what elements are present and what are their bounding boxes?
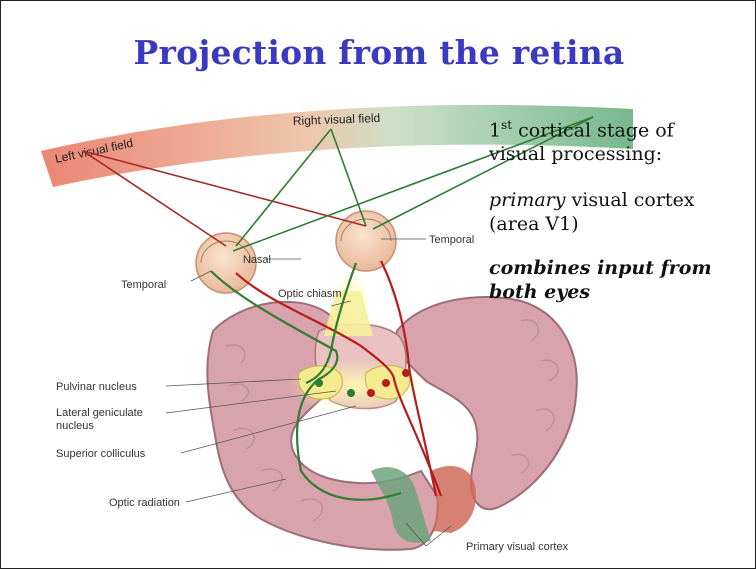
side-text-p1-line2: visual processing: xyxy=(489,142,674,166)
temporal-right-label: Temporal xyxy=(429,234,474,246)
side-text-p3-line2: both eyes xyxy=(489,280,712,304)
nasal-label: Nasal xyxy=(243,254,271,266)
side-text-p1: 1st cortical stage of visual processing: xyxy=(489,113,674,166)
pulvinar-label: Pulvinar nucleus xyxy=(56,381,137,393)
primary-visual-cortex-label: Primary visual cortex xyxy=(466,541,569,553)
temporal-left-label: Temporal xyxy=(121,279,166,291)
side-text-p2: primary visual cortex (area V1) xyxy=(489,188,695,236)
side-text-p3: combines input from both eyes xyxy=(489,256,712,304)
superior-colliculus-label: Superior colliculus xyxy=(56,448,146,460)
side-text-p2-line2: (area V1) xyxy=(489,212,695,236)
lgn-label-line2: nucleus xyxy=(56,420,94,432)
optic-radiation-label: Optic radiation xyxy=(109,497,180,509)
side-text-p3-line1: combines input from xyxy=(489,256,712,280)
lgn-label-line1: Lateral geniculate xyxy=(56,407,143,419)
side-text-p1-line1: 1st cortical stage of xyxy=(489,113,674,142)
optic-chiasm-label: Optic chiasm xyxy=(278,288,342,300)
right-visual-cortex xyxy=(431,466,476,533)
side-text-p2-line1: primary visual cortex xyxy=(489,188,695,212)
